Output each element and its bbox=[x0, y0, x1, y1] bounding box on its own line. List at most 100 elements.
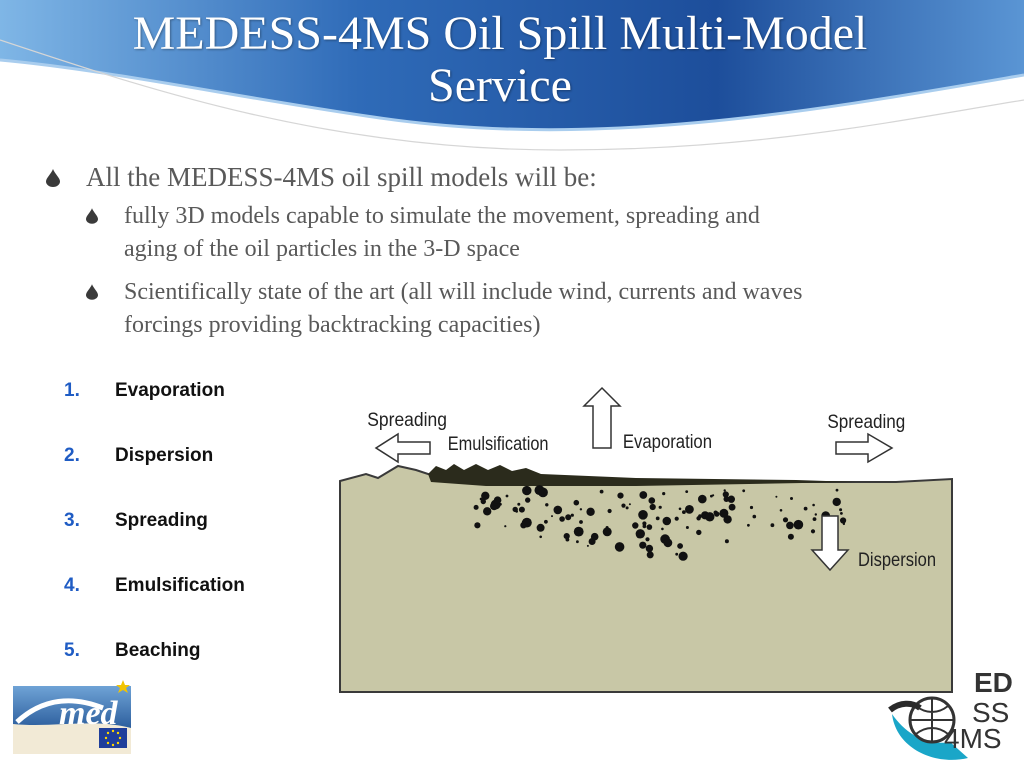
oil-droplet bbox=[812, 503, 815, 507]
oil-droplet bbox=[662, 516, 672, 526]
oil-slick bbox=[428, 464, 856, 486]
oil-droplet bbox=[642, 521, 647, 526]
oil-droplet bbox=[835, 488, 839, 492]
oil-droplet bbox=[840, 517, 847, 524]
oil-droplet bbox=[632, 522, 639, 529]
list-item-label: Evaporation bbox=[115, 380, 225, 401]
spreading-left-arrow bbox=[374, 432, 431, 464]
list-item-number: 4. bbox=[64, 575, 80, 596]
slide-title-line1: MEDESS-4MS Oil Spill Multi-Model bbox=[132, 7, 868, 60]
oil-droplet bbox=[646, 524, 653, 530]
list-item: 5. Beaching bbox=[64, 640, 324, 705]
spreading-right-arrow bbox=[835, 432, 894, 464]
oil-droplet bbox=[685, 490, 689, 493]
oil-droplet bbox=[599, 489, 604, 494]
list-item: 4. Emulsification bbox=[64, 575, 324, 640]
oil-droplet bbox=[625, 506, 629, 510]
oil-droplet bbox=[696, 529, 702, 536]
oil-droplet bbox=[648, 497, 656, 504]
oil-droplet bbox=[645, 546, 649, 549]
med-logo-text: med bbox=[59, 695, 119, 732]
list-item-label: Spreading bbox=[115, 510, 208, 531]
oil-droplet bbox=[639, 541, 647, 549]
oil-droplet bbox=[586, 507, 595, 516]
oil-droplet bbox=[473, 504, 479, 510]
oil-droplet bbox=[563, 533, 570, 540]
medess-4ms-logo: ED SS 4MS bbox=[888, 667, 1013, 760]
oil-droplet bbox=[724, 539, 729, 544]
oil-droplet bbox=[512, 506, 518, 513]
oil-droplet bbox=[775, 495, 778, 498]
oil-droplet bbox=[590, 532, 599, 541]
oil-droplet bbox=[636, 532, 642, 539]
oil-droplet bbox=[586, 544, 589, 547]
oil-droplet bbox=[674, 516, 679, 521]
oil-droplet bbox=[639, 491, 648, 499]
oil-droplet bbox=[565, 537, 570, 542]
medess-logo-text-3: 4MS bbox=[944, 723, 1002, 754]
oil-droplet bbox=[602, 527, 612, 537]
oil-droplet bbox=[483, 507, 492, 516]
oil-droplet bbox=[814, 513, 817, 516]
oil-droplet bbox=[749, 505, 754, 510]
oil-spill-diagram: Spreading Emulsification Evaporation Spr… bbox=[339, 386, 953, 693]
oil-droplet bbox=[525, 497, 531, 503]
oil-droplet bbox=[719, 508, 729, 518]
oil-droplet bbox=[793, 519, 804, 530]
oil-droplet bbox=[803, 506, 808, 511]
oil-droplet bbox=[628, 503, 631, 506]
header-banner bbox=[0, 0, 1024, 151]
oil-droplet bbox=[839, 508, 843, 512]
bullet-sub-1: fully 3D models capable to simulate the … bbox=[46, 200, 986, 266]
list-item-number: 2. bbox=[64, 445, 80, 466]
oil-droplet bbox=[728, 503, 736, 511]
oil-droplet bbox=[518, 506, 525, 513]
oil-droplet bbox=[705, 512, 715, 522]
oil-droplet bbox=[551, 515, 553, 518]
oil-droplet bbox=[579, 520, 583, 524]
list-item: 2. Dispersion bbox=[64, 445, 324, 510]
oil-droplet bbox=[617, 492, 624, 499]
list-item-label: Emulsification bbox=[115, 575, 245, 596]
oil-droplet bbox=[742, 489, 746, 493]
oil-droplet bbox=[573, 526, 584, 537]
oil-droplet bbox=[779, 509, 783, 512]
oil-droplet bbox=[646, 551, 654, 559]
label-spreading-left: Spreading bbox=[367, 408, 447, 430]
list-item-label: Dispersion bbox=[115, 445, 214, 466]
oil-droplet bbox=[614, 542, 625, 552]
oil-droplet bbox=[842, 522, 846, 526]
oil-droplet bbox=[685, 526, 689, 529]
oil-droplet bbox=[553, 505, 563, 515]
drop-bullet-icon bbox=[86, 284, 98, 300]
oil-droplet bbox=[840, 512, 843, 515]
oil-droplet bbox=[696, 516, 701, 521]
evaporation-arrow bbox=[582, 386, 622, 449]
oil-droplet bbox=[752, 514, 757, 519]
medess-logo-text-2: SS bbox=[972, 697, 1009, 728]
oil-droplet bbox=[536, 523, 545, 532]
oil-droplet bbox=[714, 511, 720, 517]
list-item-label: Beaching bbox=[115, 640, 201, 661]
oil-droplet bbox=[517, 502, 521, 506]
oil-droplet bbox=[539, 535, 542, 539]
med-programme-logo: med bbox=[13, 680, 131, 754]
oil-droplet bbox=[545, 503, 549, 507]
label-evaporation: Evaporation bbox=[623, 431, 712, 452]
bullet-sub-2: Scientifically state of the art (all wil… bbox=[46, 276, 986, 342]
oil-droplet bbox=[522, 485, 532, 496]
list-item-number: 1. bbox=[64, 380, 80, 401]
label-spreading-right: Spreading bbox=[827, 411, 905, 432]
label-dispersion: Dispersion bbox=[858, 549, 936, 570]
oil-droplet bbox=[678, 551, 688, 561]
oil-droplet bbox=[645, 537, 650, 542]
list-item: 1. Evaporation bbox=[64, 380, 324, 445]
oil-droplet bbox=[782, 517, 789, 523]
bullet-main-text: All the MEDESS-4MS oil spill models will… bbox=[86, 162, 597, 192]
oil-droplet bbox=[675, 552, 679, 556]
slide-title-line2: Service bbox=[428, 59, 572, 112]
oil-droplet bbox=[723, 496, 730, 502]
drop-bullet-icon bbox=[86, 208, 98, 224]
list-item-number: 3. bbox=[64, 510, 80, 531]
slide-title: MEDESS-4MS Oil Spill Multi-Model Service bbox=[40, 8, 960, 112]
